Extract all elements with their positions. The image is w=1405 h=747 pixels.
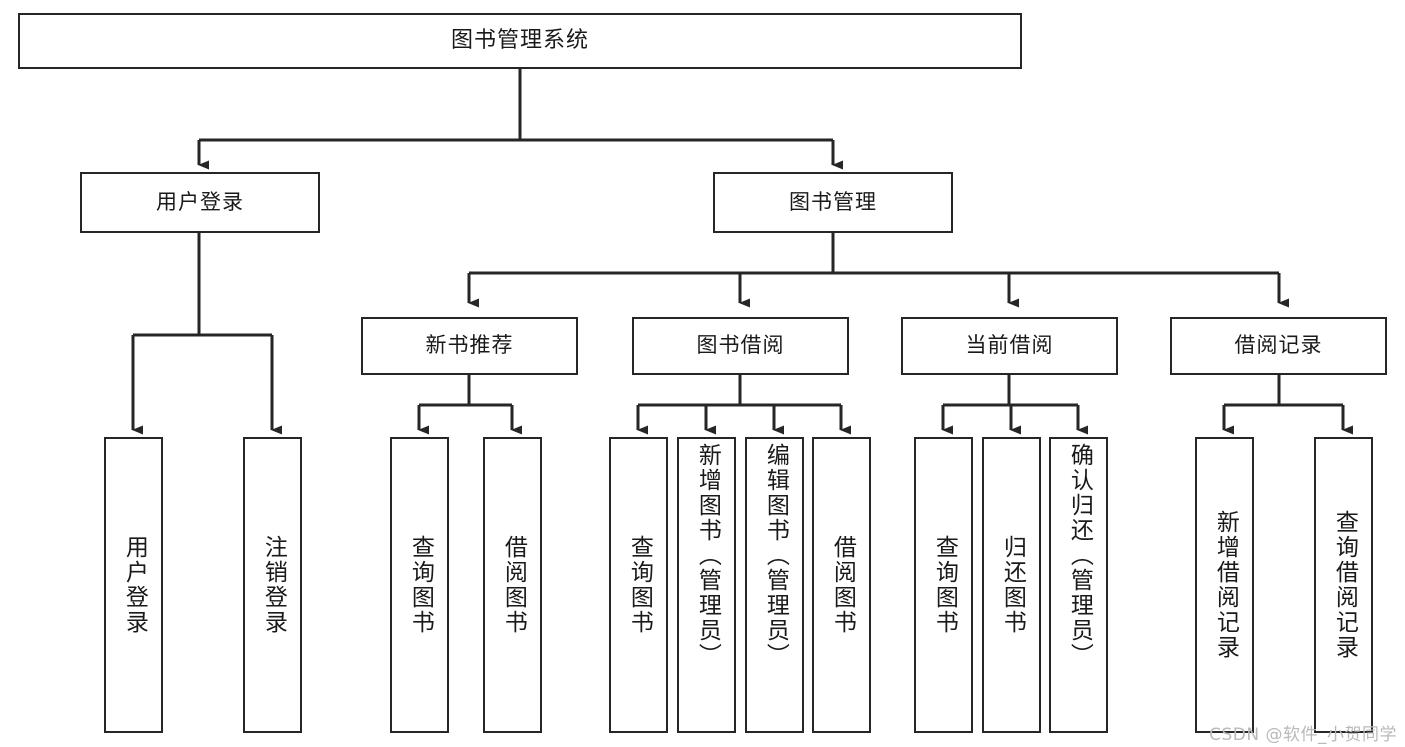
- node-current-borrow-label: 当前借阅: [965, 333, 1054, 358]
- node-leaf-user-login-label: 用户登录: [121, 535, 148, 635]
- node-leaf-logout-login-label: 注销登录: [260, 535, 287, 635]
- node-book-management[interactable]: 图书管理: [713, 172, 953, 233]
- node-leaf-return-book[interactable]: 归还图书: [982, 437, 1041, 733]
- node-leaf-borrow-book-1-label: 借阅图书: [500, 535, 527, 635]
- node-leaf-confirm-return-label: 确认归还（管理员）: [1066, 443, 1093, 668]
- node-leaf-query-book-3[interactable]: 查询图书: [914, 437, 973, 733]
- node-leaf-borrow-book-2[interactable]: 借阅图书: [812, 437, 871, 733]
- node-current-borrow[interactable]: 当前借阅: [901, 317, 1118, 375]
- node-borrow-record-label: 借阅记录: [1234, 333, 1323, 358]
- node-root-system-label: 图书管理系统: [450, 27, 589, 53]
- node-leaf-return-book-label: 归还图书: [999, 535, 1026, 635]
- node-leaf-edit-book-label: 编辑图书（管理员）: [762, 443, 789, 668]
- node-leaf-add-book-label: 新增图书（管理员）: [694, 443, 721, 668]
- node-book-management-label: 图书管理: [789, 189, 877, 214]
- node-borrow-record[interactable]: 借阅记录: [1170, 317, 1387, 375]
- node-leaf-add-borrow-record-label: 新增借阅记录: [1212, 510, 1239, 660]
- node-leaf-user-login[interactable]: 用户登录: [104, 437, 163, 733]
- node-leaf-query-book-1[interactable]: 查询图书: [390, 437, 449, 733]
- node-new-book-recommend[interactable]: 新书推荐: [361, 317, 578, 375]
- node-leaf-add-book[interactable]: 新增图书（管理员）: [677, 437, 736, 733]
- node-leaf-query-borrow-record[interactable]: 查询借阅记录: [1314, 437, 1373, 733]
- node-leaf-query-book-3-label: 查询图书: [931, 535, 958, 635]
- node-leaf-query-book-2-label: 查询图书: [626, 535, 653, 635]
- watermark-text: CSDN @软件_小贺同学: [1209, 725, 1397, 745]
- node-leaf-query-book-1-label: 查询图书: [407, 535, 434, 635]
- node-leaf-edit-book[interactable]: 编辑图书（管理员）: [745, 437, 804, 733]
- node-leaf-borrow-book-2-label: 借阅图书: [829, 535, 856, 635]
- node-book-borrow-label: 图书借阅: [696, 333, 785, 358]
- node-user-login-label: 用户登录: [156, 189, 244, 214]
- node-user-login[interactable]: 用户登录: [80, 172, 320, 233]
- node-leaf-borrow-book-1[interactable]: 借阅图书: [483, 437, 542, 733]
- node-root-system[interactable]: 图书管理系统: [18, 13, 1022, 69]
- node-new-book-recommend-label: 新书推荐: [425, 333, 514, 358]
- node-leaf-query-borrow-record-label: 查询借阅记录: [1331, 510, 1358, 660]
- node-leaf-confirm-return[interactable]: 确认归还（管理员）: [1049, 437, 1108, 733]
- node-leaf-logout-login[interactable]: 注销登录: [243, 437, 302, 733]
- node-leaf-query-book-2[interactable]: 查询图书: [609, 437, 668, 733]
- node-book-borrow[interactable]: 图书借阅: [632, 317, 849, 375]
- node-leaf-add-borrow-record[interactable]: 新增借阅记录: [1195, 437, 1254, 733]
